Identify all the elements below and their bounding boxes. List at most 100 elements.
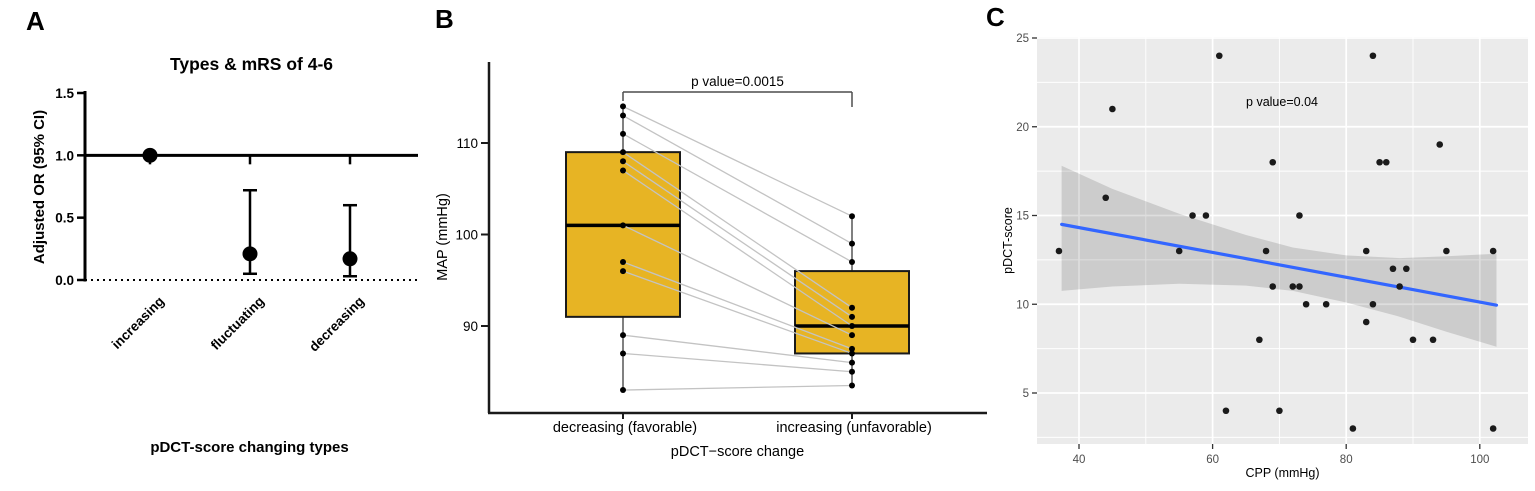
b-data-point [620,112,626,119]
b-pair-line [622,224,853,336]
c-data-point [1322,300,1330,308]
c-data-point [1175,247,1183,255]
a-y-axis-title: Adjusted OR (95% CI) [31,110,48,264]
b-p-value-label: p value=0.0015 [691,74,784,89]
c-data-point [1376,158,1383,166]
b-data-point [849,332,855,339]
b-pair-line [622,384,853,391]
c-x-axis-title: CPP (mmHg) [1245,466,1319,480]
c-data-point [1349,425,1357,432]
b-data-point [849,313,855,320]
c-confidence-band [1061,165,1497,347]
c-data-point [1269,283,1277,290]
b-data-point [849,350,855,357]
b-data-point [620,149,626,156]
c-p-value-label: p value=0.04 [1246,95,1318,109]
c-data-point [1369,300,1377,308]
a-y-tick-label: 1.0 [55,148,74,163]
a-title: Types & mRS of 4-6 [170,54,333,74]
b-pair-line [622,160,853,318]
c-y-tick-label: 5 [1023,388,1029,400]
c-data-point [1396,283,1403,290]
b-pair-line [622,114,853,245]
b-y-tick-label: 100 [455,228,478,243]
b-data-point [849,368,855,375]
c-data-point [1362,318,1370,326]
b-pair-line [622,352,853,373]
c-data-point [1403,265,1410,273]
c-y-tick-label: 10 [1016,299,1029,311]
c-data-point [1302,300,1310,308]
c-data-point [1296,212,1303,219]
b-pair-line [622,270,853,355]
b-pair-line [622,261,853,350]
a-or-point [142,147,158,163]
c-data-point [1269,158,1277,166]
b-box [794,270,910,355]
a-y-tick-label: 0.0 [55,273,74,288]
c-data-point [1429,336,1437,344]
b-data-point [620,158,626,165]
c-y-tick-label: 25 [1016,33,1029,45]
b-pair-line [622,334,853,364]
c-data-point [1189,212,1196,219]
b-data-point [620,350,626,357]
b-data-point [849,258,855,265]
c-data-point [1382,158,1390,166]
c-data-point [1489,425,1497,432]
c-y-tick-label: 15 [1016,211,1029,223]
panel-c-letter: C [986,2,1005,32]
b-data-point [620,103,626,110]
c-data-point [1362,247,1370,255]
b-y-axis-title: MAP (mmHg) [435,193,451,281]
b-data-point [849,323,855,329]
a-category-label: decreasing [306,294,367,355]
c-regression-line [1060,222,1499,307]
a-y-tick-label: 0.5 [55,211,74,226]
panel-a-letter: A [26,6,45,36]
a-x-axis-title: pDCT-score changing types [150,439,348,456]
b-data-point [620,167,626,174]
c-data-point [1489,247,1497,255]
c-data-point [1256,336,1263,344]
c-data-point [1296,283,1303,290]
c-panel-background [1037,37,1528,444]
b-data-point [849,345,855,352]
b-data-point [849,382,855,389]
c-y-axis-title: pDCT-score [1001,207,1015,274]
a-category-label: increasing [109,294,167,352]
b-data-point [849,359,855,366]
b-pair-line [622,151,853,309]
a-category-label: fluctuating [208,294,267,353]
a-or-point [342,251,358,267]
b-y-tick-label: 90 [463,319,478,334]
c-y-tick-label: 20 [1016,122,1029,134]
c-grid [1037,37,1528,444]
c-x-tick-label: 100 [1470,454,1489,466]
c-data-point [1055,247,1063,255]
b-pair-line [622,169,853,327]
c-data-point [1262,247,1270,255]
b-pair-line [622,105,853,217]
b-data-point [849,240,855,247]
b-category-label: increasing (unfavorable) [776,420,932,436]
a-y-tick-label: 1.5 [55,86,74,101]
c-data-point [1109,105,1116,113]
b-data-point [620,332,626,339]
panel-b-letter: B [435,4,454,34]
c-data-point [1443,247,1450,255]
b-pair-line [622,133,853,263]
b-y-tick-label: 110 [456,136,478,151]
c-data-point [1289,283,1297,290]
c-data-point [1389,265,1397,273]
b-x-axis-title: pDCT−score change [671,444,804,460]
c-data-point [1202,212,1210,219]
a-or-point [242,246,258,262]
b-data-point [620,387,626,394]
b-data-point [620,222,626,229]
c-x-tick-label: 60 [1206,454,1219,466]
panel-a-forest-plot: 0.0 0.5 1.0 1.5 increasing fluctuating decreas… [31,54,418,456]
